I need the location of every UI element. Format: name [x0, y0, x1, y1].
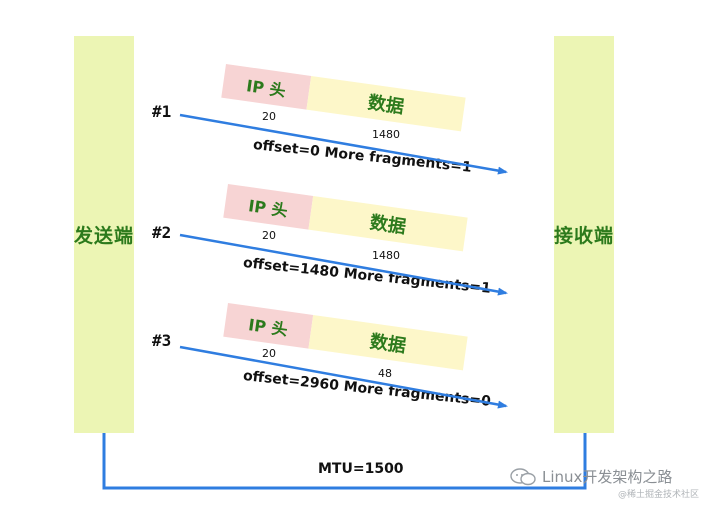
- mtu-link-line: [102, 433, 587, 490]
- sender-label: 发送端: [74, 225, 135, 247]
- fragment-3-arrow: [179, 345, 508, 409]
- watermark-title: Linux开发架构之路: [542, 468, 673, 486]
- fragment-3-header-size: 20: [262, 347, 276, 360]
- fragment-2-data-size: 1480: [372, 249, 400, 262]
- sender-bar: 发送端: [74, 36, 134, 433]
- fragment-3-id: #3: [152, 331, 172, 350]
- wechat-icon: [510, 467, 536, 485]
- fragment-2-header-size: 20: [262, 229, 276, 242]
- fragment-1-data-size: 1480: [372, 128, 400, 141]
- fragment-3-data-size: 48: [378, 367, 392, 380]
- fragment-1-id: #1: [152, 102, 172, 121]
- fragment-2-id: #2: [152, 223, 172, 242]
- receiver-bar: 接收端: [554, 36, 614, 433]
- fragment-2-arrow: [179, 233, 508, 296]
- fragment-1-arrow: [179, 113, 508, 175]
- mtu-label: MTU=1500: [318, 461, 404, 477]
- fragment-1-header-size: 20: [262, 110, 276, 123]
- watermark: Linux开发架构之路: [510, 466, 672, 487]
- receiver-label: 接收端: [554, 225, 615, 247]
- watermark-subtitle: @稀土掘金技术社区: [618, 490, 700, 500]
